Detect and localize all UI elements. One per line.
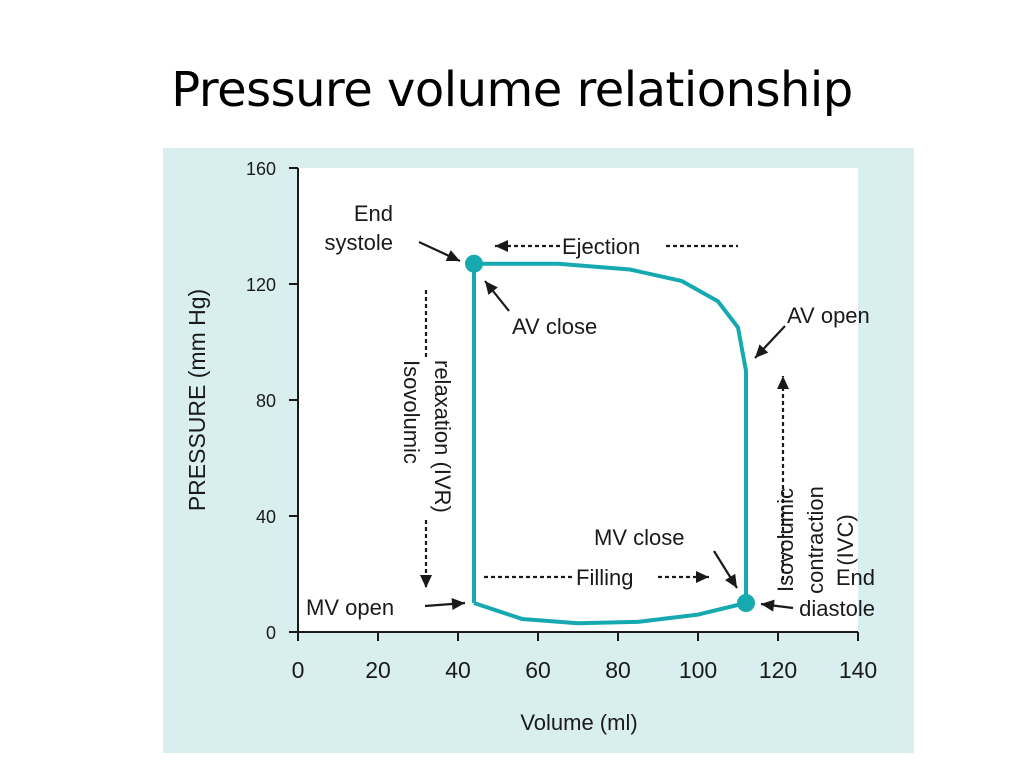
ejection-label: Ejection bbox=[562, 234, 640, 259]
end-systole-marker bbox=[465, 254, 483, 273]
y-tick-label: 120 bbox=[246, 275, 276, 295]
markers bbox=[465, 254, 755, 612]
mv-close-label: MV close bbox=[594, 525, 684, 550]
filling-arrow bbox=[658, 571, 709, 583]
av-open-label: AV open bbox=[787, 303, 870, 328]
pv-loop-series bbox=[472, 261, 748, 626]
ivr-arrow-head bbox=[420, 575, 432, 588]
y-tick-label: 40 bbox=[256, 507, 276, 527]
mv-open-arrow bbox=[424, 597, 466, 610]
end-diastole-arrow bbox=[760, 599, 794, 612]
x-tick-label: 120 bbox=[759, 657, 797, 683]
av-close-label: AV close bbox=[512, 314, 597, 339]
av-close-arrow bbox=[484, 280, 510, 312]
av-open-arrow bbox=[754, 325, 786, 359]
end-systole-arrow bbox=[418, 241, 461, 262]
ivr-arrow bbox=[420, 520, 432, 588]
end-diastole-marker bbox=[737, 594, 755, 612]
x-tick-label: 20 bbox=[365, 657, 391, 683]
av-open-arrow-head bbox=[755, 344, 769, 358]
filling-arrow-head bbox=[696, 571, 709, 583]
slide-title: Pressure volume relationship bbox=[171, 62, 853, 118]
plot-area bbox=[298, 168, 858, 632]
y-tick-label: 0 bbox=[266, 623, 276, 643]
ejection-left-arrow-head bbox=[495, 240, 508, 252]
x-tick-label: 40 bbox=[445, 657, 471, 683]
x-tick-label: 140 bbox=[839, 657, 877, 683]
x-axis-label: Volume (ml) bbox=[520, 710, 637, 735]
y-axis-label: PRESSURE (mm Hg) bbox=[184, 289, 210, 511]
x-tick-label: 0 bbox=[292, 657, 305, 683]
mv-close-arrow-head bbox=[725, 573, 737, 588]
mv-open-label: MV open bbox=[306, 595, 394, 620]
x-tick-label: 80 bbox=[605, 657, 631, 683]
y-tick-label: 80 bbox=[256, 391, 276, 411]
x-tick-label: 100 bbox=[679, 657, 717, 683]
ivc-arrow-head bbox=[777, 376, 789, 389]
end-diastole-arrow-head bbox=[761, 599, 775, 612]
ivc-arrow bbox=[777, 376, 789, 580]
end-systole-arrow-head bbox=[445, 250, 460, 261]
x-tick-label: 60 bbox=[525, 657, 551, 683]
mv-close-arrow bbox=[713, 550, 738, 589]
y-tick-label: 160 bbox=[246, 159, 276, 179]
av-close-arrow-head bbox=[485, 281, 498, 295]
ejection-left-arrow bbox=[495, 240, 560, 252]
filling-label: Filling bbox=[576, 565, 633, 590]
mv-open-arrow-head bbox=[451, 597, 465, 610]
